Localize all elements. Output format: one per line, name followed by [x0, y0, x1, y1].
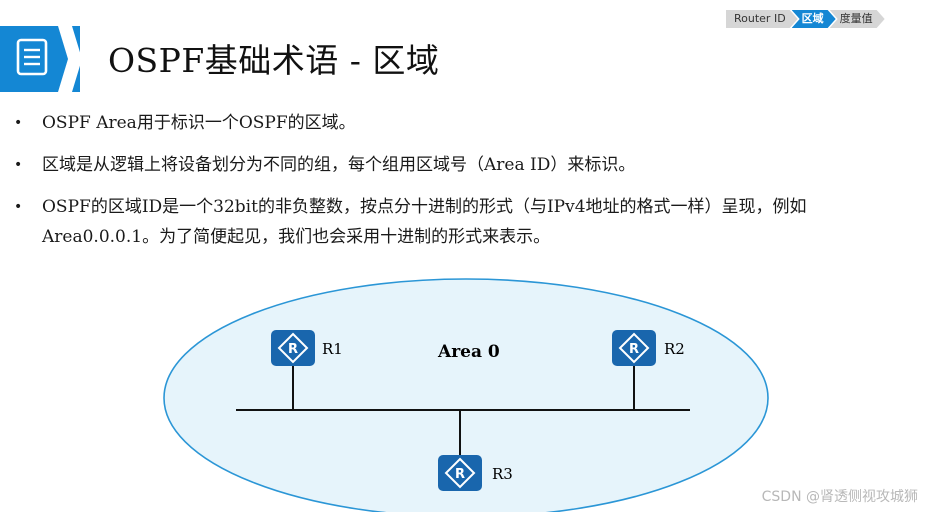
router-r2[interactable]: R — [612, 330, 656, 366]
bullet-text: OSPF的区域ID是一个32bit的非负整数，按点分十进制的形式（与IPv4地址… — [42, 197, 807, 247]
bullet-item: • 区域是从逻辑上将设备划分为不同的组，每个组用区域号（Area ID）来标识。 — [14, 150, 914, 180]
router-label-r1: R1 — [322, 340, 343, 358]
bullet-dot: • — [14, 157, 23, 173]
router-r1[interactable]: R — [271, 330, 315, 366]
watermark: CSDN @肾透侧视攻城狮 — [761, 489, 918, 505]
router-icon: R — [444, 457, 476, 489]
page-title: OSPF基础术语 - 区域 — [108, 41, 440, 80]
bullet-dot: • — [14, 199, 23, 215]
bullet-text: OSPF Area用于标识一个OSPF的区域。 — [42, 113, 356, 133]
router-icon: R — [277, 332, 309, 364]
bullet-item: • OSPF Area用于标识一个OSPF的区域。 — [14, 108, 914, 138]
breadcrumb-item-area[interactable]: 区域 — [792, 10, 836, 28]
router-r3[interactable]: R — [438, 455, 482, 491]
area-diagram: R R R R1 R2 R3 Area 0 — [163, 278, 769, 512]
document-list-icon — [0, 26, 80, 92]
bullet-dot: • — [14, 115, 23, 131]
bullet-list: • OSPF Area用于标识一个OSPF的区域。 • 区域是从逻辑上将设备划分… — [14, 108, 914, 264]
breadcrumb-item-router-id[interactable]: Router ID — [726, 10, 798, 28]
breadcrumb-item-metric[interactable]: 度量值 — [830, 10, 885, 28]
breadcrumb: Router ID 区域 度量值 — [726, 10, 879, 28]
area-label: Area 0 — [437, 342, 500, 362]
svg-text:R: R — [288, 342, 298, 357]
router-icon: R — [618, 332, 650, 364]
router-label-r3: R3 — [492, 465, 513, 483]
bullet-item: • OSPF的区域ID是一个32bit的非负整数，按点分十进制的形式（与IPv4… — [14, 192, 914, 252]
svg-text:R: R — [629, 342, 639, 357]
svg-text:R: R — [455, 467, 465, 482]
router-label-r2: R2 — [664, 340, 685, 358]
bullet-text: 区域是从逻辑上将设备划分为不同的组，每个组用区域号（Area ID）来标识。 — [42, 155, 636, 175]
